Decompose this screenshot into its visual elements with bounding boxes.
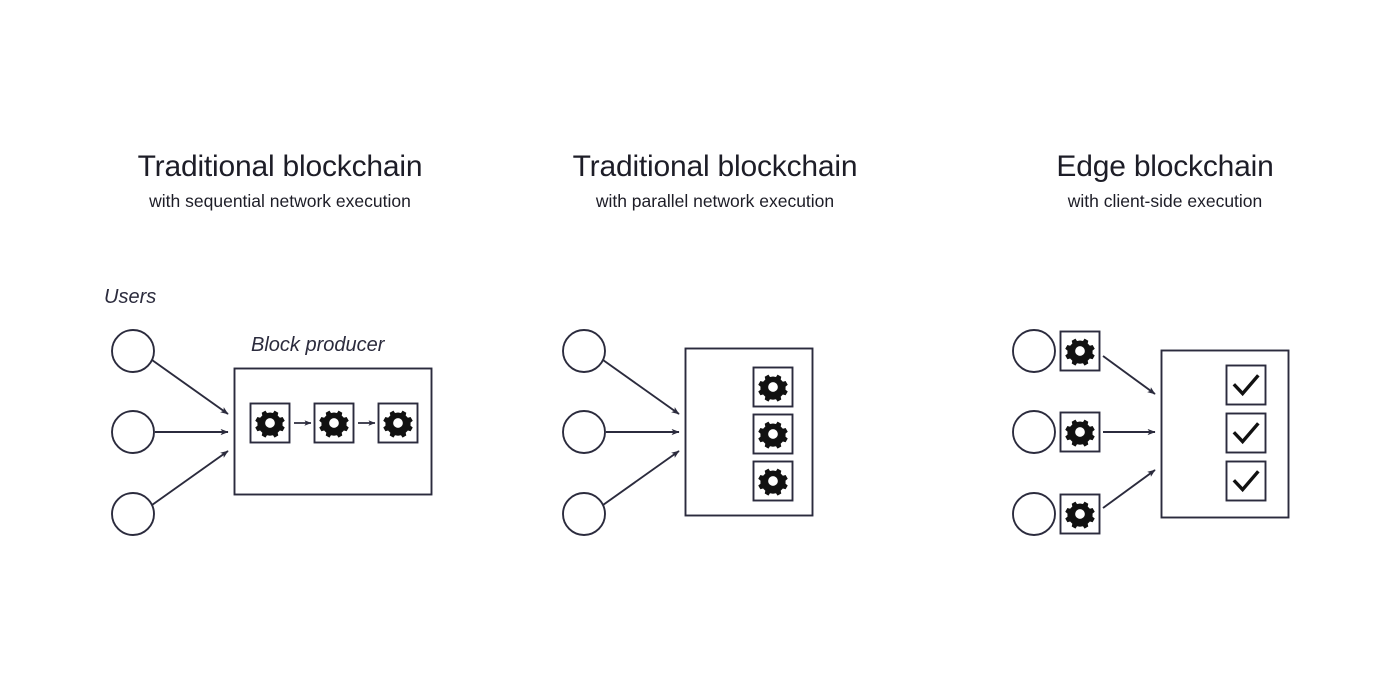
tx-box-p1-3 <box>377 402 419 444</box>
block-producer-label: Block producer <box>251 334 385 356</box>
client-exec-box-p3-3 <box>1059 493 1101 535</box>
block-box-edge <box>1160 349 1290 519</box>
client-exec-box-p3-2 <box>1059 411 1101 453</box>
users-label: Users <box>104 286 157 308</box>
panel-title-parallel: Traditional blockchain <box>572 150 858 183</box>
user-arrow-p2-3 <box>602 450 680 506</box>
tx-box-p2-3 <box>752 460 794 502</box>
user-circle-p1-3 <box>111 492 155 536</box>
panel-title-edge: Edge blockchain <box>1056 150 1274 183</box>
panel-subtitle-parallel: with parallel network execution <box>595 191 835 211</box>
panel-diagram-edge <box>1012 329 1290 536</box>
panel-subtitle-edge: with client-side execution <box>1067 191 1263 211</box>
user-arrow-p3-1 <box>1102 355 1156 395</box>
tx-box-p2-1 <box>752 366 794 408</box>
user-circle-p2-2 <box>562 410 606 454</box>
user-circle-p1-2 <box>111 410 155 454</box>
tx-box-p1-1 <box>249 402 291 444</box>
user-arrow-p2-1 <box>602 359 680 415</box>
tx-box-p1-2 <box>313 402 355 444</box>
panel-heading-sequential: Traditional blockchain with sequential n… <box>80 150 480 212</box>
tx-box-p3-1 <box>1225 364 1267 406</box>
panel-heading-parallel: Traditional blockchain with parallel net… <box>515 150 915 212</box>
user-circle-p3-3 <box>1012 492 1056 536</box>
user-circle-p1-1 <box>111 329 155 373</box>
panel-subtitle-sequential: with sequential network execution <box>149 191 411 211</box>
user-circle-p2-3 <box>562 492 606 536</box>
user-circle-p2-1 <box>562 329 606 373</box>
tx-box-p3-3 <box>1225 460 1267 502</box>
user-arrow-p1-3 <box>151 450 229 506</box>
panel-title-sequential: Traditional blockchain <box>137 150 423 183</box>
block-box-parallel <box>684 347 814 517</box>
user-circle-p3-1 <box>1012 329 1056 373</box>
client-exec-box-p3-1 <box>1059 330 1101 372</box>
panel-diagram-sequential <box>111 329 433 536</box>
tx-box-p2-2 <box>752 413 794 455</box>
panel-diagram-parallel <box>562 329 814 536</box>
user-arrow-p1-1 <box>151 359 229 415</box>
user-arrow-p3-3 <box>1102 469 1156 509</box>
panel-heading-edge: Edge blockchain with client-side executi… <box>1005 150 1325 212</box>
user-circle-p3-2 <box>1012 410 1056 454</box>
tx-box-p3-2 <box>1225 412 1267 454</box>
